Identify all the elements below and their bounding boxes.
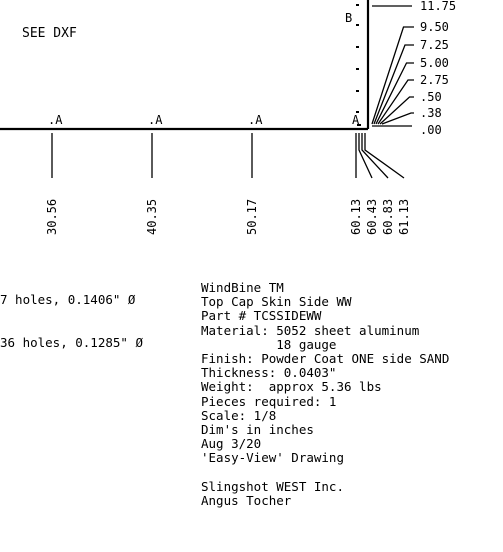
title-block-line: Pieces required: 1 bbox=[201, 393, 337, 409]
title-block-line: WindBine TM bbox=[201, 280, 284, 295]
bottom-dimension-value: 30.56 bbox=[45, 199, 59, 235]
title-block-line: Weight: approx 5.36 lbs bbox=[201, 379, 382, 395]
point-label: A bbox=[352, 113, 360, 127]
bottom-dimension-value: 61.13 bbox=[397, 199, 411, 235]
title-block-line bbox=[201, 466, 449, 480]
title-block-line: Material: 5052 sheet aluminum bbox=[201, 322, 420, 338]
title-block-line: Thickness: 0.0403" bbox=[201, 365, 337, 381]
hole-note-1: 7 holes, 0.1406" Ø bbox=[0, 292, 136, 308]
bottom-dimension-value: 60.43 bbox=[365, 199, 379, 235]
point-label: .A bbox=[48, 113, 63, 127]
right-dimension-value: .50 bbox=[420, 90, 442, 104]
title-block-line: 'Easy-View' Drawing bbox=[201, 450, 344, 466]
title-block-line: Scale: 1/8 bbox=[201, 407, 277, 423]
bottom-point-labels: .A .A .A A bbox=[48, 113, 360, 127]
right-dimension-value: 5.00 bbox=[420, 56, 449, 70]
leader-line bbox=[364, 133, 405, 179]
title-block-line: Angus Tocher bbox=[201, 493, 292, 509]
title-block-line: Top Cap Skin Side WW bbox=[201, 294, 352, 310]
title-block-line: Aug 3/20 bbox=[201, 436, 262, 452]
bottom-dimension-value: 50.17 bbox=[245, 199, 259, 235]
leader-line bbox=[358, 133, 373, 179]
point-label: .A bbox=[248, 113, 263, 127]
bottom-dimension-value: 60.13 bbox=[349, 199, 363, 235]
hole-note-2: 36 holes, 0.1285" Ø bbox=[0, 335, 143, 351]
right-edge-hole-ticks bbox=[356, 4, 361, 126]
title-block-line: Part # TCSSIDEWW bbox=[201, 308, 322, 324]
leader-line bbox=[381, 112, 414, 125]
bottom-dimension-value: 60.83 bbox=[381, 199, 395, 235]
hole-notes: 7 holes, 0.1406" Ø 36 holes, 0.1285" Ø bbox=[0, 265, 143, 364]
title-block-line: 18 gauge bbox=[201, 336, 337, 352]
right-dimension-value: .00 bbox=[420, 123, 442, 137]
leader-line bbox=[379, 96, 414, 125]
leader-line bbox=[361, 133, 389, 179]
leader-line bbox=[371, 26, 414, 125]
see-dxf-note: SEE DXF bbox=[22, 26, 77, 41]
right-dimension-value: 2.75 bbox=[420, 73, 449, 87]
right-dimension-value: 11.75 bbox=[420, 0, 456, 13]
right-dimension-value: 9.50 bbox=[420, 20, 449, 34]
leader-line bbox=[375, 62, 414, 125]
right-dimension-leaders: 11.75 9.50 7.25 5.00 2.75 .50 .38 .00 bbox=[371, 0, 456, 137]
title-block-line: Finish: Powder Coat ONE side SAND bbox=[201, 351, 450, 367]
point-label: .A bbox=[148, 113, 163, 127]
bottom-dimension-value: 40.35 bbox=[145, 199, 159, 235]
title-block-line: Slingshot WEST Inc. bbox=[201, 478, 344, 494]
leader-line bbox=[373, 44, 414, 125]
leader-line bbox=[377, 79, 414, 125]
right-dimension-value: 7.25 bbox=[420, 38, 449, 52]
right-dimension-value: .38 bbox=[420, 106, 442, 120]
title-block-line: Dim's in inches bbox=[201, 422, 314, 438]
edge-label-b: B bbox=[345, 11, 352, 25]
